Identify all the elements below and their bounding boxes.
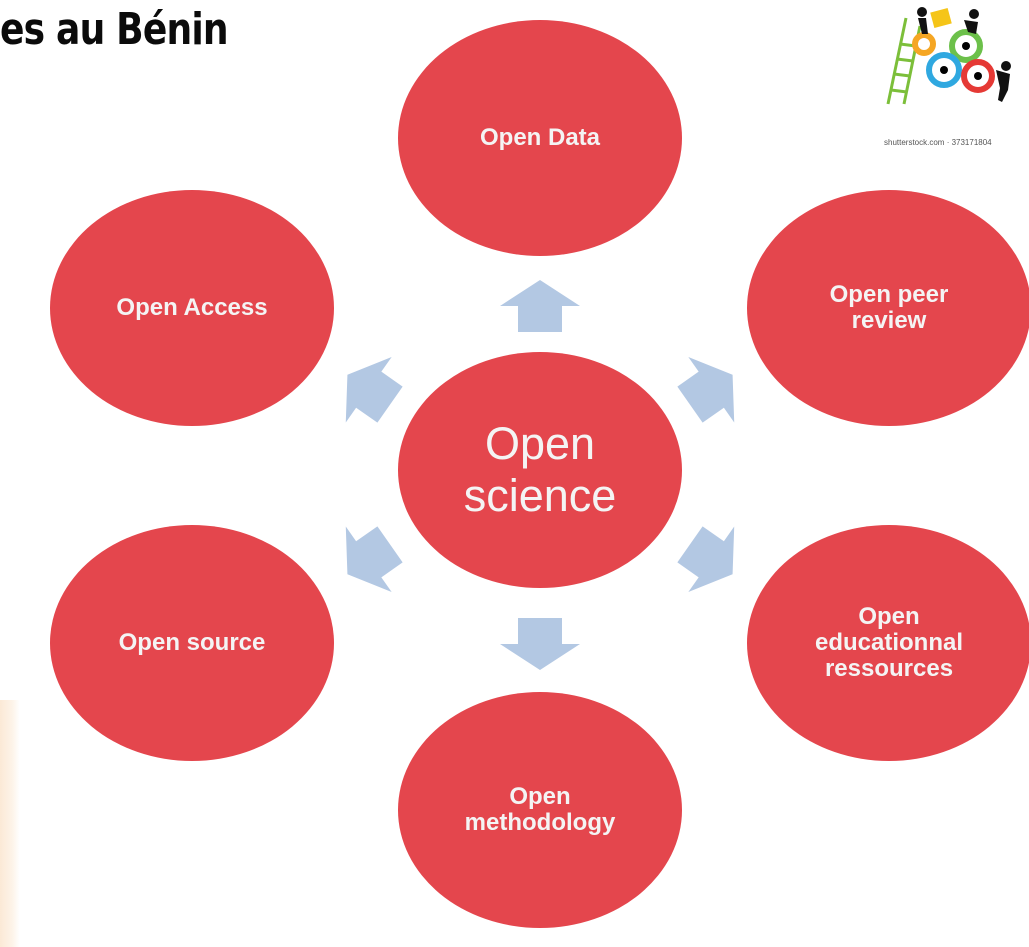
arrow-down-left — [345, 526, 403, 593]
watermark-text: shutterstock.com · 373171804 — [884, 138, 992, 147]
arrow-up-left — [345, 356, 403, 423]
node-open-educational-resources — [747, 525, 1029, 761]
label-open-educational-resources: Open educationnal ressources — [814, 603, 964, 682]
node-open-data — [398, 20, 682, 256]
left-edge-glow — [0, 700, 20, 947]
node-open-access — [50, 190, 334, 426]
teamwork-gears-icon — [886, 7, 1011, 105]
label-open-peer-review: Open peer review — [829, 281, 949, 334]
arrow-up-right — [677, 356, 735, 423]
node-open-science — [398, 352, 682, 588]
page-title: es au Bénin — [0, 4, 229, 55]
node-open-peer-review — [747, 190, 1029, 426]
arrow-down — [500, 618, 580, 670]
label-open-source: Open source — [118, 629, 266, 657]
label-open-methodology: Open methodology — [464, 783, 616, 836]
node-open-methodology — [398, 692, 682, 928]
node-open-source — [50, 525, 334, 761]
arrow-down-right — [677, 526, 735, 593]
label-open-science: Open science — [463, 418, 617, 521]
arrow-up — [500, 280, 580, 332]
label-open-access: Open Access — [116, 294, 268, 322]
label-open-data: Open Data — [479, 124, 601, 152]
